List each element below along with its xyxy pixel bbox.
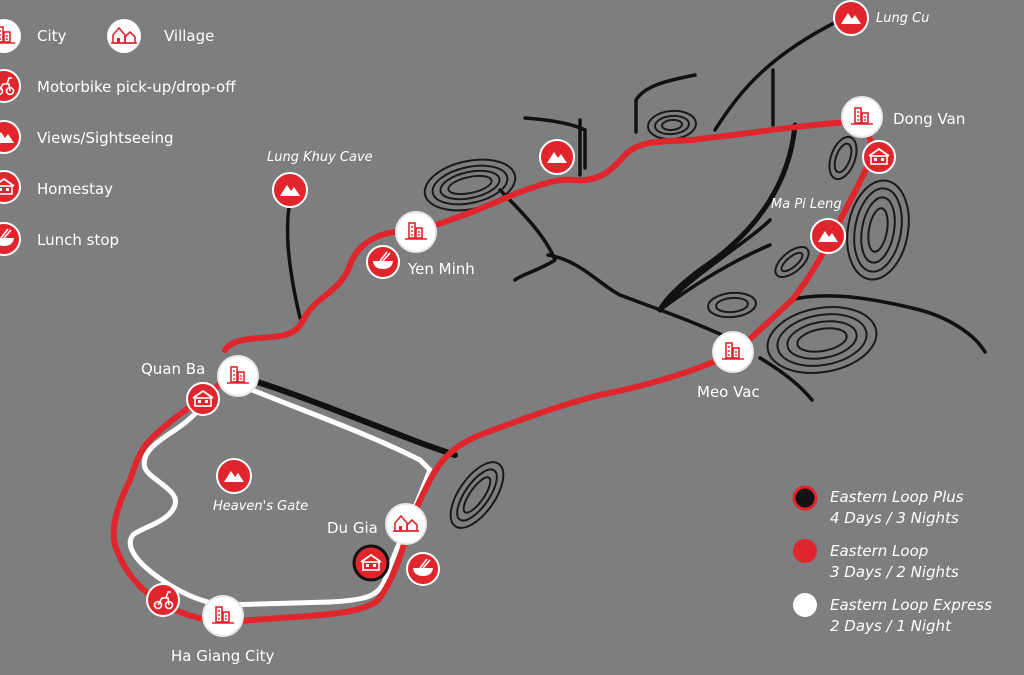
marker-ha-giang-city — [202, 595, 244, 637]
route-legend-plus: Eastern Loop Plus 4 Days / 3 Nights — [830, 487, 964, 529]
legend-views: Views/Sightseeing — [37, 129, 174, 147]
legend-homestay: Homestay — [37, 180, 114, 198]
label-heavens-gate: Heaven's Gate — [213, 499, 309, 514]
route-legend-loop: Eastern Loop 3 Days / 2 Nights — [830, 541, 959, 583]
marker-view-upper — [539, 139, 575, 175]
route-name: Eastern Loop Express — [830, 596, 992, 614]
legend-icons — [0, 19, 141, 256]
route-legend-express: Eastern Loop Express 2 Days / 1 Night — [830, 595, 992, 637]
legend-lunch: Lunch stop — [37, 231, 120, 249]
marker-lung-khuy — [272, 172, 308, 208]
route-eastern-loop — [110, 119, 875, 625]
legend-city: City — [37, 27, 67, 45]
marker-meo-vac — [712, 331, 754, 373]
label-ma-pi-leng: Ma Pi Leng — [771, 197, 842, 212]
label-quan-ba: Quan Ba — [141, 360, 206, 378]
label-meo-vac: Meo Vac — [697, 383, 760, 401]
marker-du-gia-homestay — [352, 544, 390, 582]
marker-ha-giang-motorbike — [146, 583, 180, 617]
marker-ma-pi-leng — [810, 218, 846, 254]
route-duration: 4 Days / 3 Nights — [830, 509, 959, 527]
terrain-contours — [423, 109, 910, 529]
label-lung-cu: Lung Cu — [876, 11, 930, 26]
label-yen-minh: Yen Minh — [408, 260, 475, 278]
main-black-road — [657, 122, 798, 313]
marker-quan-ba-homestay — [186, 382, 220, 416]
marker-dong-van-homestay — [862, 140, 896, 174]
marker-du-gia — [385, 503, 427, 545]
marker-lung-cu — [833, 0, 869, 36]
route-dot-loop — [793, 539, 817, 563]
label-lung-khuy-cave: Lung Khuy Cave — [267, 150, 373, 165]
label-dong-van: Dong Van — [893, 110, 966, 128]
route-name: Eastern Loop — [830, 542, 929, 560]
route-name: Eastern Loop Plus — [830, 488, 964, 506]
marker-du-gia-lunch — [406, 552, 440, 586]
route-duration: 2 Days / 1 Night — [830, 617, 951, 635]
legend-village: Village — [164, 27, 215, 45]
route-duration: 3 Days / 2 Nights — [830, 563, 959, 581]
marker-dong-van — [841, 96, 883, 138]
route-dot-express — [793, 593, 817, 617]
route-dot-plus — [792, 485, 818, 511]
legend-motorbike: Motorbike pick-up/drop-off — [37, 78, 236, 96]
route-legend-dots — [792, 485, 818, 617]
marker-quan-ba — [217, 355, 259, 397]
label-ha-giang-city: Ha Giang City — [171, 647, 275, 665]
marker-heavens-gate — [216, 458, 252, 494]
route-eastern-loop-plus — [242, 375, 458, 458]
marker-yen-minh — [395, 211, 437, 253]
marker-yen-minh-lunch — [366, 245, 400, 279]
label-du-gia: Du Gia — [327, 519, 378, 537]
side-roads — [285, 18, 987, 402]
route-eastern-loop-express — [127, 382, 433, 608]
